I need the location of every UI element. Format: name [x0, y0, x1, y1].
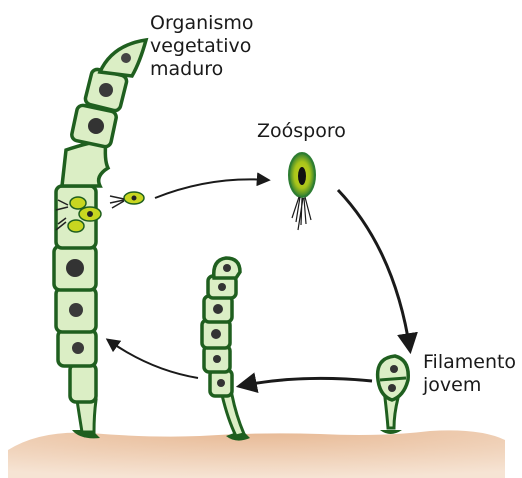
flagella-icon [292, 197, 311, 230]
arrow-young-to-growing [240, 378, 372, 386]
nucleus-icon [217, 379, 225, 387]
nucleus-icon [99, 83, 113, 97]
released-zoospore-nucleus [132, 196, 137, 201]
label-mature-line-1: Organismo [150, 12, 254, 35]
arrow-release-to-zoospore [155, 179, 268, 198]
flagella-icon [110, 196, 124, 208]
mature-stalk [77, 400, 96, 432]
label-mature-line-2: vegetativo [150, 35, 254, 58]
mature-filament [54, 40, 146, 438]
zoospore-nucleus [298, 167, 306, 185]
growing-filament [202, 258, 250, 441]
label-mature-line-3: maduro [150, 58, 254, 81]
nucleus-icon [66, 259, 84, 277]
nucleus-icon [213, 304, 223, 314]
young-holdfast [380, 430, 402, 434]
nucleus-icon [72, 342, 84, 354]
nucleus-icon [213, 355, 221, 363]
mature-cell [70, 364, 96, 402]
young-septum [380, 378, 406, 380]
nucleus-icon [218, 283, 226, 291]
label-zoospore: Zoósporo [257, 120, 346, 143]
label-mature-organism: Organismo vegetativo maduro [150, 12, 254, 81]
nucleus-icon [390, 365, 398, 373]
young-filament [378, 356, 409, 434]
arrow-growing-to-mature [108, 340, 198, 378]
arrow-zoospore-to-young [338, 190, 410, 350]
nucleus-icon [388, 384, 396, 392]
label-young-filament: Filamento jovem [423, 351, 516, 397]
nucleus-icon [223, 264, 231, 272]
nucleus-icon [121, 53, 131, 63]
internal-zoospore [70, 197, 86, 209]
label-young-line-1: Filamento [423, 351, 516, 374]
zoospore [289, 153, 315, 230]
nucleus-icon [88, 118, 104, 134]
soil-ground [8, 430, 505, 478]
nucleus-icon [211, 329, 221, 339]
internal-zoospore-nucleus [87, 211, 93, 217]
label-young-line-2: jovem [423, 374, 516, 397]
internal-zoospore [68, 220, 84, 232]
nucleus-icon [69, 303, 83, 317]
young-stalk [385, 398, 398, 428]
growing-stalk [222, 395, 244, 436]
